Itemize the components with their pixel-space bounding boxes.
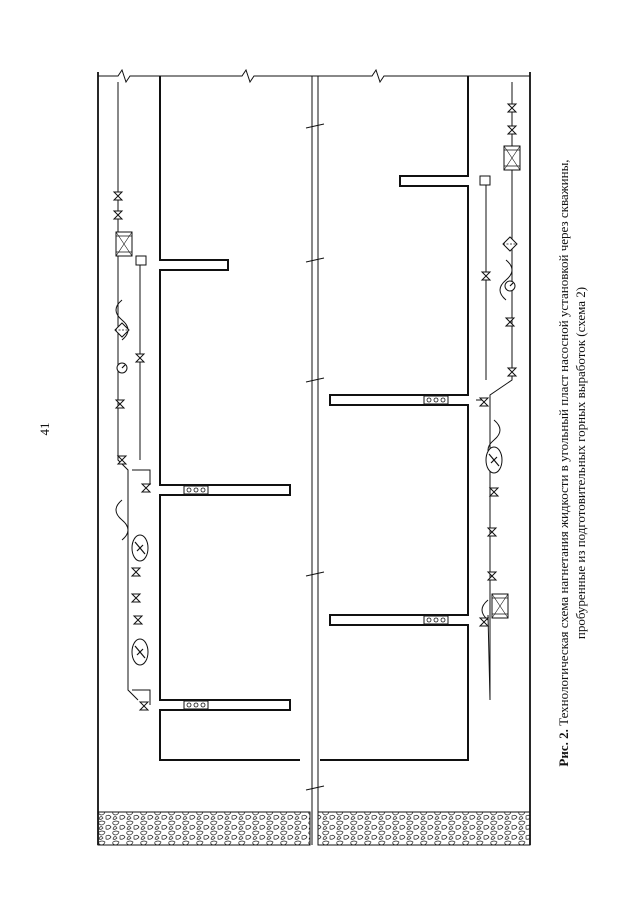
seam-boundary-lines — [97, 68, 531, 845]
pipeline-left-fittings — [113, 191, 151, 711]
workings-left — [159, 76, 300, 761]
pipeline-right-fittings — [479, 103, 521, 627]
pipeline-left — [115, 82, 151, 705]
rock-massif-left — [97, 811, 311, 846]
borehole-sealants — [183, 395, 449, 710]
workings-right — [320, 76, 469, 761]
rock-massif-right — [317, 811, 531, 846]
